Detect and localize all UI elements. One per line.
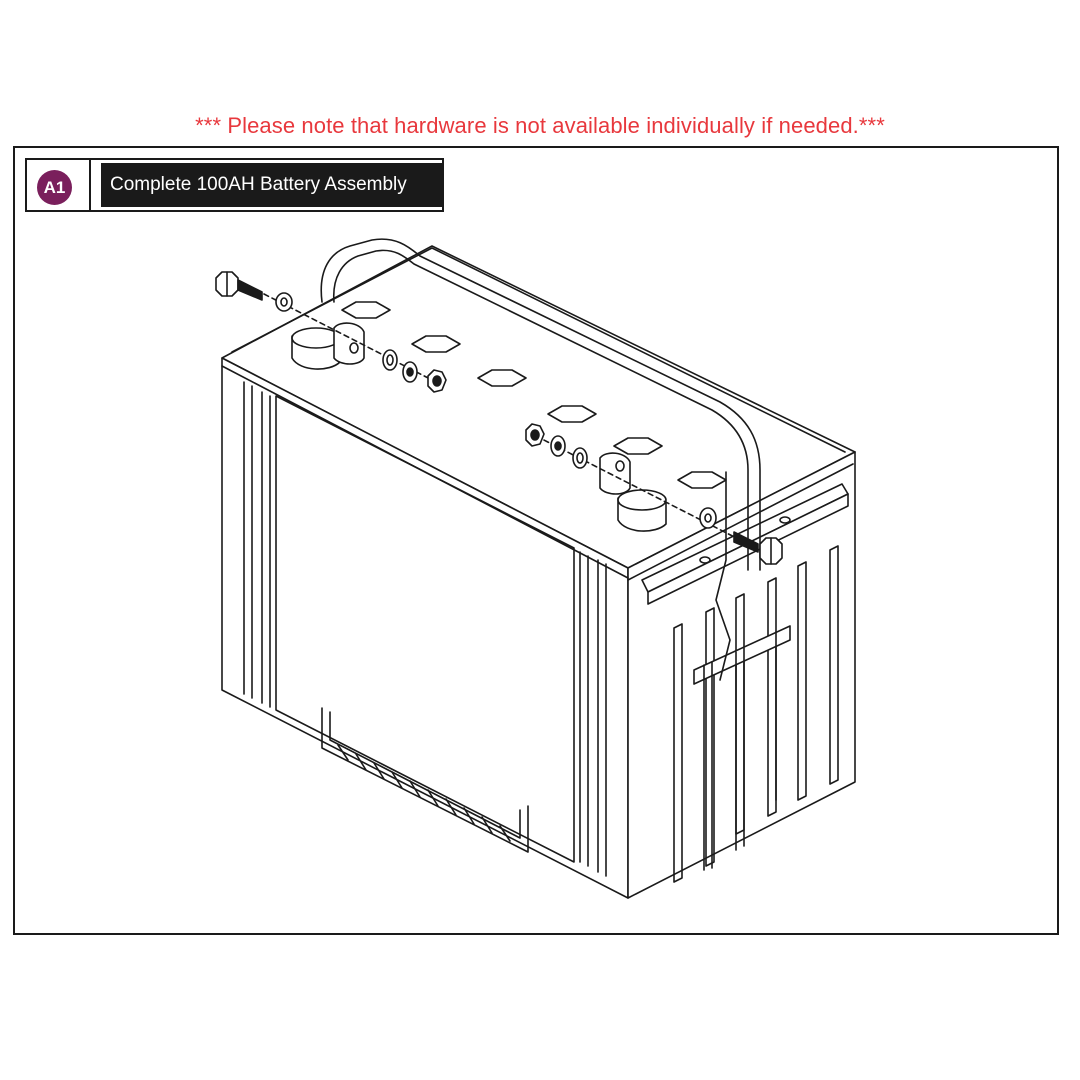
vent-caps: [342, 302, 726, 488]
terminal-left: [292, 323, 364, 369]
hardware-notice: *** Please note that hardware is not ava…: [195, 113, 885, 138]
bottom-rail: [322, 708, 528, 852]
terminal-right: [600, 453, 666, 531]
part-callout[interactable]: A1 Complete 100AH Battery Assembly: [25, 158, 444, 212]
part-badge: A1: [37, 170, 72, 205]
carry-strap: [321, 239, 760, 680]
hardware-left: [216, 272, 446, 392]
callout-divider: [89, 160, 91, 210]
diagram-frame: A1 Complete 100AH Battery Assembly: [13, 146, 1059, 935]
part-label: Complete 100AH Battery Assembly: [101, 163, 442, 207]
front-panel: [244, 382, 606, 876]
hardware-right: [526, 424, 782, 564]
